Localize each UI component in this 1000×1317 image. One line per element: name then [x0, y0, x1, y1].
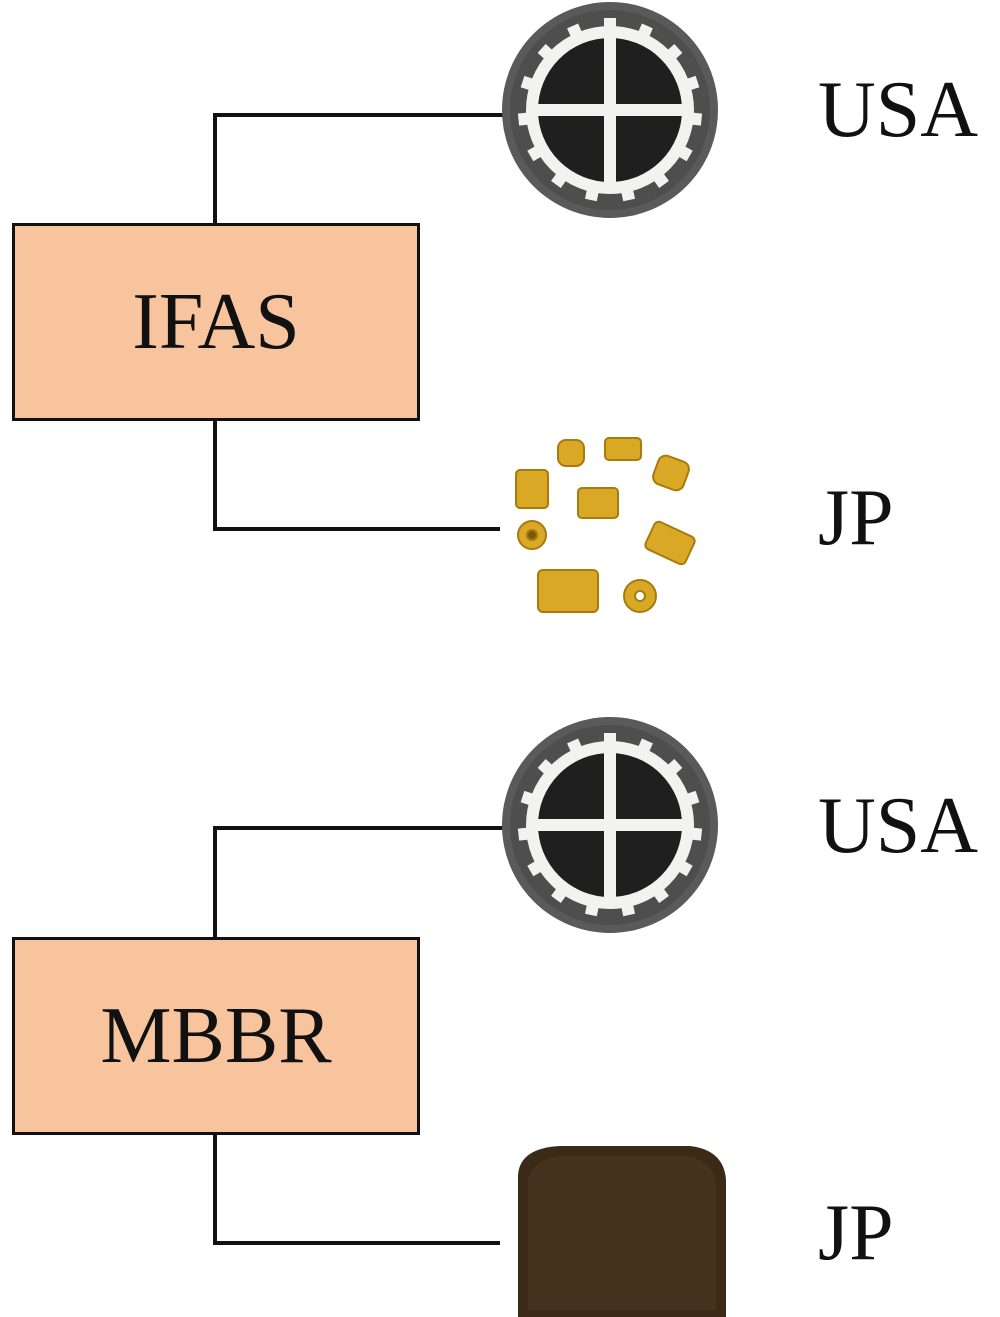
jp-granule-carriers-icon: [515, 437, 696, 613]
carrier-origin-label: USA: [818, 782, 979, 870]
carrier-origin-label: JP: [818, 1189, 894, 1277]
usa-ring-carrier-icon: [502, 2, 718, 218]
jp-sponge-carrier-icon: [518, 1146, 726, 1317]
connector-lines: [213, 113, 505, 1245]
carrier-origin-label: JP: [818, 474, 894, 562]
process-box-mbbr: MBBR: [12, 937, 420, 1135]
process-box-ifas: IFAS: [12, 223, 420, 421]
usa-ring-carrier-icon: [502, 717, 718, 933]
process-label: IFAS: [132, 277, 300, 366]
process-label: MBBR: [100, 991, 332, 1080]
carrier-origin-label: USA: [818, 66, 979, 154]
